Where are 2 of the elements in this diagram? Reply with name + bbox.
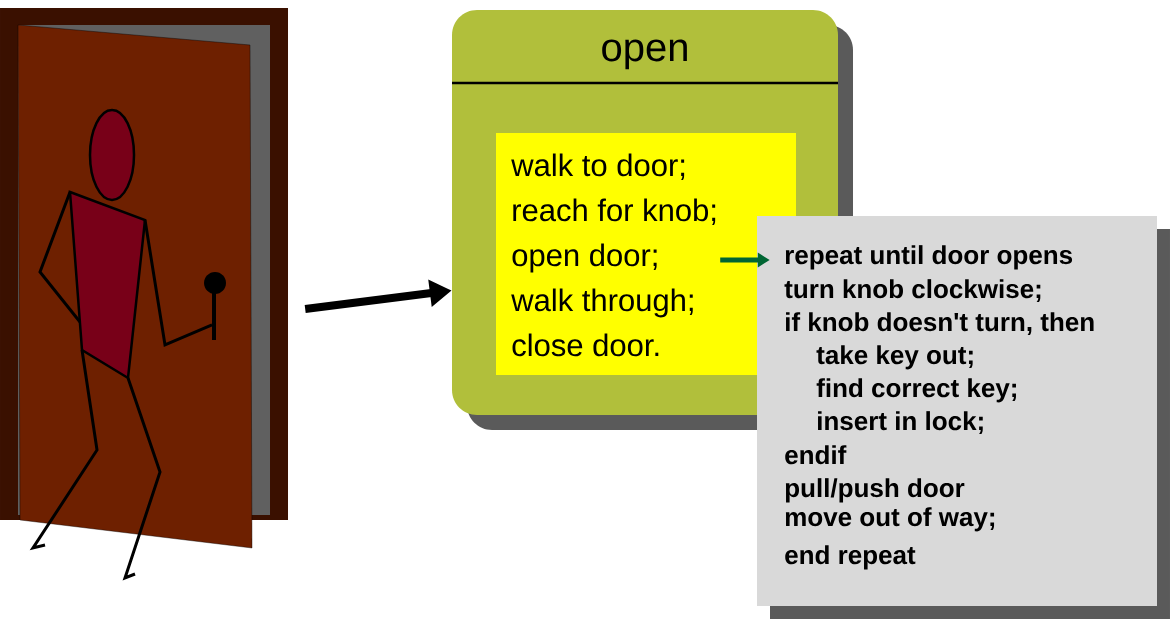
code-box: repeat until door opens turn knob clockwise; if knob doesn't turn, then take key out; find correct key; insert in lock; endif pull/push door move out of way; end repeat [757,216,1170,619]
door-drawing [0,8,288,581]
